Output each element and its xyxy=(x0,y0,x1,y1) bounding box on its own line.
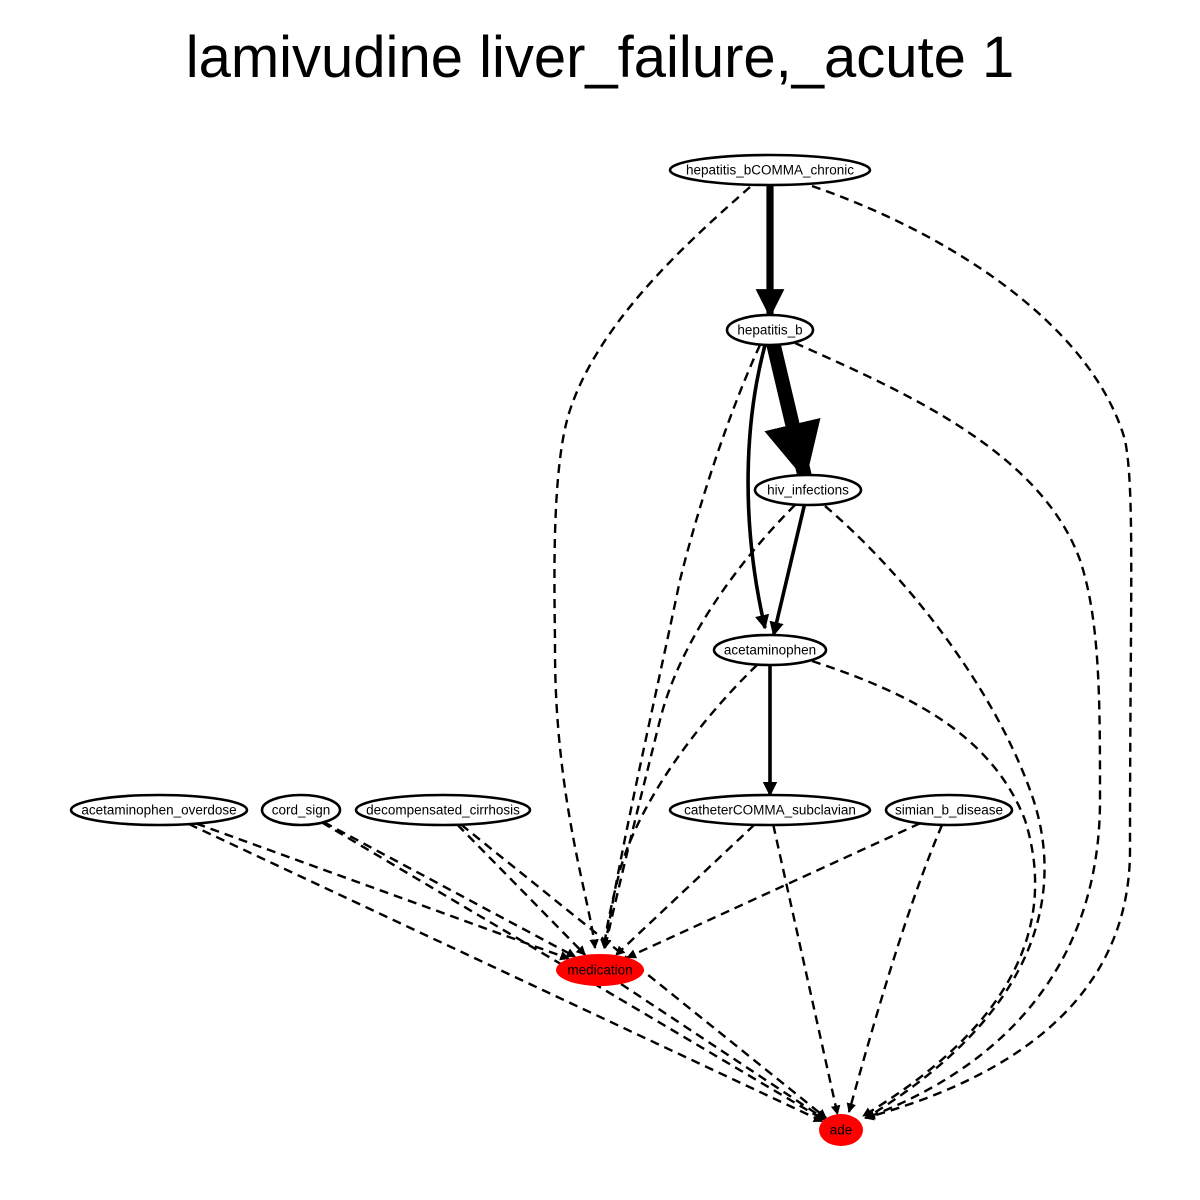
edge-hepatitis_bCOMMA_chronic-to-ade xyxy=(811,184,1133,1121)
node-label-acetaminophen_overdose: acetaminophen_overdose xyxy=(81,803,236,818)
node-simian_b_disease[interactable]: simian_b_disease xyxy=(884,793,1014,827)
edge-acetaminophen-to-ade xyxy=(811,659,1037,1118)
node-shape-simian_b_disease xyxy=(884,793,1014,827)
node-label-simian_b_disease: simian_b_disease xyxy=(895,803,1003,818)
node-shape-hepatitis_b xyxy=(725,313,815,347)
edge-simian_b_disease-to-ade xyxy=(846,824,944,1113)
edge-cord_sign-to-medication xyxy=(323,821,577,958)
node-shape-hiv_infections xyxy=(753,473,863,507)
edge-acetaminophen_overdose-to-medication xyxy=(195,822,570,961)
node-label-hepatitis_bCOMMA_chronic: hepatitis_bCOMMA_chronic xyxy=(686,163,854,178)
edge-acetaminophen-to-medication xyxy=(600,664,758,949)
edge-hepatitis_bCOMMA_chronic-to-medication xyxy=(553,186,751,949)
node-shape-catheterCOMMA_subclavian xyxy=(668,793,872,827)
node-shape-hepatitis_bCOMMA_chronic xyxy=(668,153,872,187)
edge-hepatitis_b-to-medication xyxy=(601,344,762,949)
nodes-layer: hepatitis_bCOMMA_chronic hepatitis_b hiv_i… xyxy=(69,153,1014,1146)
node-cord_sign[interactable]: cord_sign xyxy=(260,793,342,827)
node-ade[interactable]: ade xyxy=(819,1114,863,1146)
edge-decompensated_cirrhosis-to-medication xyxy=(456,823,587,956)
edge-medication-to-ade xyxy=(620,983,826,1121)
edge-simian_b_disease-to-medication xyxy=(626,822,921,959)
edge-hepatitis_b-to-hiv_infections xyxy=(764,337,821,483)
node-shape-ade xyxy=(819,1114,863,1146)
edges-layer xyxy=(188,184,1133,1123)
node-shape-decompensated_cirrhosis xyxy=(354,793,532,827)
edge-hiv_infections-to-medication xyxy=(602,504,796,949)
node-label-decompensated_cirrhosis: decompensated_cirrhosis xyxy=(366,803,520,818)
node-label-catheterCOMMA_subclavian: catheterCOMMA_subclavian xyxy=(684,803,856,818)
node-shape-medication xyxy=(556,954,644,986)
node-shape-cord_sign xyxy=(260,793,342,827)
diagram-title: lamivudine liver_failure,_acute 1 xyxy=(185,25,1015,90)
node-label-acetaminophen: acetaminophen xyxy=(724,643,816,658)
node-shape-acetaminophen xyxy=(712,633,828,667)
node-acetaminophen[interactable]: acetaminophen xyxy=(712,633,828,667)
edge-hiv_infections-to-acetaminophen xyxy=(769,504,807,637)
node-decompensated_cirrhosis[interactable]: decompensated_cirrhosis xyxy=(354,793,532,827)
node-hepatitis_b[interactable]: hepatitis_b xyxy=(725,313,815,347)
node-hepatitis_bCOMMA_chronic[interactable]: hepatitis_bCOMMA_chronic xyxy=(668,153,872,187)
edge-hepatitis_b-to-ade xyxy=(794,341,1102,1120)
node-label-hiv_infections: hiv_infections xyxy=(767,483,849,498)
node-medication[interactable]: medication xyxy=(556,954,644,986)
edge-hiv_infections-to-ade xyxy=(824,505,1046,1120)
node-label-hepatitis_b: hepatitis_b xyxy=(737,323,802,338)
edge-decompensated_cirrhosis-to-ade xyxy=(460,823,827,1120)
node-label-cord_sign: cord_sign xyxy=(272,803,331,818)
edge-catheterCOMMA_subclavian-to-ade xyxy=(772,824,841,1116)
edge-hepatitis_b-to-acetaminophen xyxy=(746,344,770,630)
node-label-ade: ade xyxy=(830,1123,853,1138)
node-acetaminophen_overdose[interactable]: acetaminophen_overdose xyxy=(69,793,249,827)
edge-acetaminophen_overdose-to-ade xyxy=(188,823,824,1123)
node-label-medication: medication xyxy=(567,963,632,978)
node-shape-acetaminophen_overdose xyxy=(69,793,249,827)
node-catheterCOMMA_subclavian[interactable]: catheterCOMMA_subclavian xyxy=(668,793,872,827)
edge-catheterCOMMA_subclavian-to-medication xyxy=(615,823,756,956)
node-hiv_infections[interactable]: hiv_infections xyxy=(753,473,863,507)
